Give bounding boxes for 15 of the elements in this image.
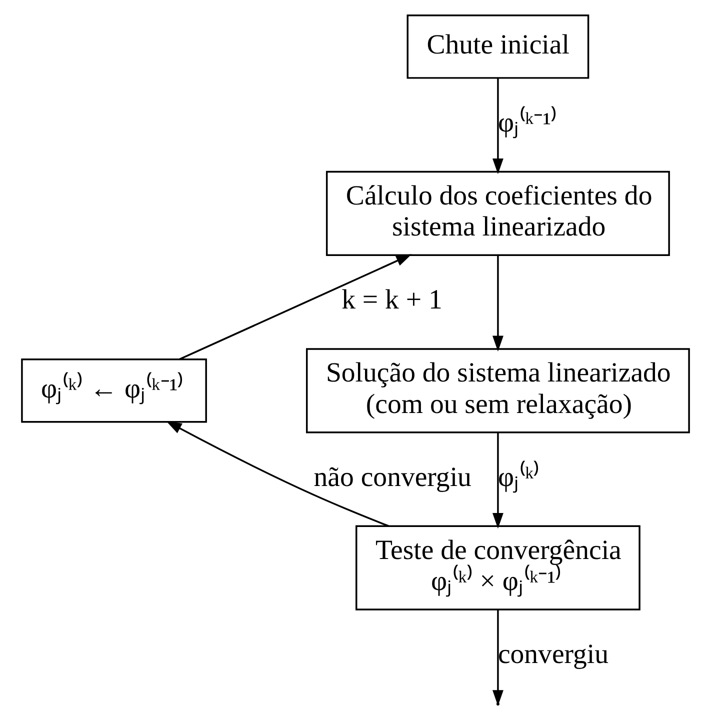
edge-label: k = k + 1 — [341, 284, 442, 316]
arrow — [178, 254, 412, 360]
edge-label: φⱼ⁽ᵏ⁻¹⁾ — [497, 107, 557, 138]
edge-label: convergiu — [497, 639, 608, 670]
arrow — [166, 421, 388, 527]
node-box: Cálculo dos coeficientes do sistema linearizado — [325, 170, 670, 256]
arrow — [492, 255, 503, 352]
node-box: Solução do sistema linearizado (com ou sem relaxação) — [305, 348, 690, 434]
edge-label: não convergiu — [313, 462, 471, 493]
arrow — [492, 432, 503, 529]
node-box: Teste de convergência φⱼ⁽ᵏ⁾ × φⱼ⁽ᵏ⁻¹⁾ — [355, 525, 640, 610]
node-box: φⱼ⁽ᵏ⁾ ← φⱼ⁽ᵏ⁻¹⁾ — [20, 358, 206, 423]
arrow — [492, 78, 503, 174]
node-box: Chute inicial — [406, 14, 589, 79]
edge-label: φⱼ⁽ᵏ⁾ — [497, 462, 540, 493]
